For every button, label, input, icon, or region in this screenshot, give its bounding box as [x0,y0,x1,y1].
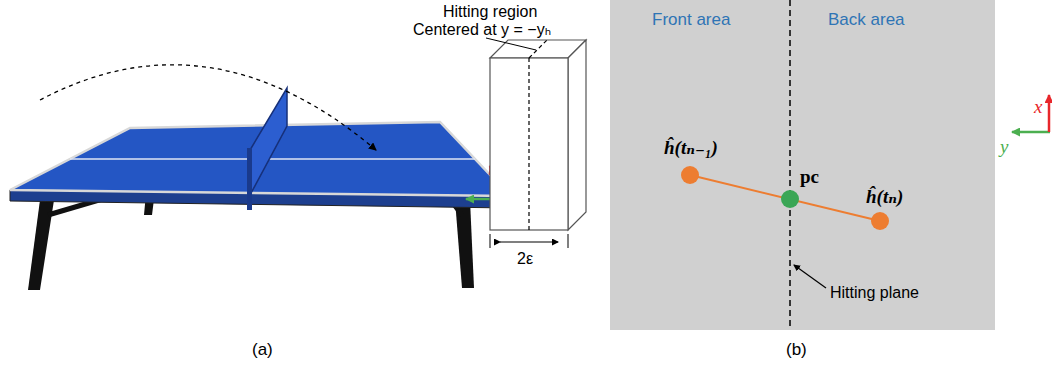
plane-view-ground [610,0,995,330]
x-axis-arrow [1048,95,1051,132]
net-post [247,148,252,210]
hitting-plane-line [789,0,791,330]
point-label: pc [800,166,819,188]
y-axis-arrow [1012,131,1050,134]
axis-label: y [1000,136,1008,158]
width-arrow [500,241,558,242]
annotation: Centered at y = −yₕ [413,21,551,39]
leader-arrow [794,265,826,288]
table-legs [28,135,474,290]
center-plane [528,58,529,230]
dim-tick [568,234,569,248]
area-label: Front area [652,10,730,30]
prediction-dot [871,212,889,230]
interpolation-line [690,175,880,221]
area-label: Back area [828,10,905,30]
prediction-dot [681,166,699,184]
panel-label: (b) [786,340,807,360]
dimension-label: 2ε [517,250,533,268]
center-line [70,158,475,160]
hitting-region-box [490,40,586,230]
net [250,88,287,195]
dim-tick [490,234,491,248]
leader-line [486,38,536,50]
point-label: ĥ(tₙ) [866,186,903,208]
crossing-dot [781,190,799,208]
ball-trajectory [40,65,376,150]
point-label: ĥ(tₙ₋₁) [664,137,718,159]
annotation: Hitting region [443,3,537,21]
panel-label: (a) [252,340,273,360]
annotation: Hitting plane [830,284,919,302]
axis-label: x [1034,96,1042,118]
